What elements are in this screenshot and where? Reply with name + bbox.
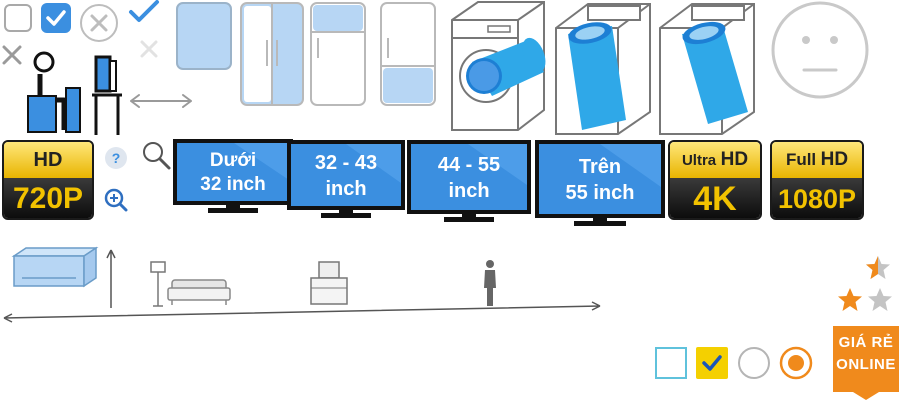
top-load-washer-icon (554, 0, 654, 136)
resolution-badge-hd-720p[interactable]: HD 720P (2, 140, 94, 220)
online-price-promo-badge[interactable]: GIÁ RẺ ONLINE (833, 326, 899, 400)
half-star-icon (864, 254, 892, 282)
tv-size-line1: 32 - 43 (315, 152, 377, 174)
checked-checkbox-icon[interactable] (40, 2, 72, 34)
vanity-dresser-icon (310, 261, 348, 305)
zoom-in-icon[interactable] (104, 188, 128, 212)
top-load-washer-alt-icon (658, 0, 758, 136)
unchecked-checkbox-icon[interactable] (654, 346, 688, 380)
tv-size-32-43-button[interactable]: 32 - 43 inch (287, 140, 405, 221)
single-door-fridge-icon (176, 2, 232, 70)
seated-person-icon (22, 51, 86, 134)
tv-size-line2: 32 inch (200, 174, 265, 195)
badge-top-small-label: Full (785, 150, 817, 169)
tv-size-under-32-button[interactable]: Dưới 32 inch (173, 139, 293, 216)
tv-size-line2: 55 inch (566, 182, 635, 204)
selected-radio-icon[interactable] (779, 346, 813, 380)
tv-size-line1: 44 - 55 (438, 154, 500, 176)
tv-size-44-55-button[interactable]: 44 - 55 inch (407, 140, 531, 225)
search-icon[interactable] (141, 140, 171, 170)
tv-size-over-55-button[interactable]: Trên 55 inch (535, 140, 665, 231)
promo-line1: GIÁ RẺ (838, 334, 894, 351)
promo-line2: ONLINE (836, 356, 896, 373)
empty-star-icon (866, 286, 894, 314)
unselected-radio-icon[interactable] (737, 346, 771, 380)
resolution-badge-ultra-hd-4k[interactable]: Ultra HD 4K (668, 140, 762, 220)
top-freezer-fridge-icon (310, 2, 366, 106)
help-icon-text: ? (112, 150, 121, 166)
badge-bottom-label: 1080P (772, 178, 862, 218)
checkmark-icon (128, 0, 160, 26)
badge-top-small-label: Ultra (681, 152, 717, 169)
resize-horizontal-icon (128, 92, 194, 110)
badge-top-label: HD (720, 149, 749, 170)
resolution-badge-full-hd-1080p[interactable]: Full HD 1080P (770, 140, 864, 220)
checked-yellow-checkbox-icon[interactable] (695, 346, 729, 380)
close-light-icon (140, 40, 158, 58)
filled-star-icon (836, 286, 864, 314)
help-icon[interactable]: ? (104, 146, 128, 170)
tv-size-line1: Dưới (210, 150, 256, 171)
badge-top-label: HD (820, 149, 849, 170)
front-load-washer-icon (448, 0, 548, 132)
close-icon[interactable] (1, 44, 23, 66)
bottom-freezer-fridge-icon (380, 2, 436, 106)
badge-bottom-label: 4K (670, 178, 760, 218)
sofa-icon (167, 279, 231, 305)
empty-checkbox-icon[interactable] (4, 4, 32, 32)
standing-person-icon (484, 260, 496, 306)
tv-size-line2: inch (448, 180, 489, 202)
tv-size-line2: inch (325, 178, 366, 200)
badge-top-label: HD (4, 142, 92, 179)
badge-bottom-label: 720P (4, 178, 92, 218)
monitor-chair-icon (92, 55, 124, 135)
neutral-face-icon (770, 0, 870, 100)
floor-lamp-icon (150, 261, 166, 307)
close-circle-icon[interactable] (79, 3, 119, 43)
side-by-side-fridge-icon (240, 2, 304, 106)
tv-size-line1: Trên (579, 156, 621, 178)
room-distance-diagram (0, 244, 610, 326)
air-conditioner-icon (11, 246, 99, 288)
